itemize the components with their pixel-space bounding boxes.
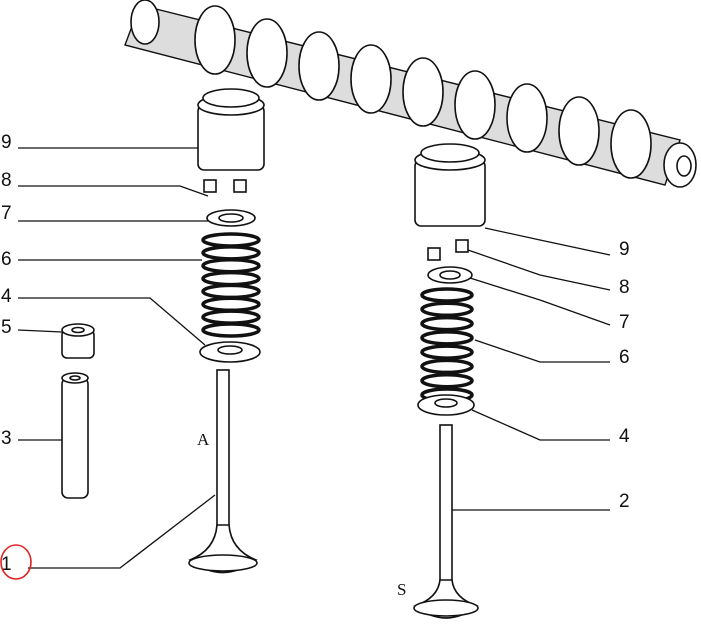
label-left-6: 6: [1, 249, 12, 270]
exhaust-valve-assembly: [413, 143, 486, 619]
cam-lobe: [506, 83, 548, 153]
label-left-3: 3: [1, 428, 12, 449]
label-right-2: 2: [619, 491, 630, 512]
spring-coil: [420, 344, 474, 360]
label-left-5: 5: [1, 317, 12, 338]
spring-coil: [201, 257, 261, 274]
intake-valve-assembly: [188, 88, 265, 574]
cam-lobe: [350, 44, 392, 114]
label-right-8: 8: [619, 277, 630, 298]
cam-lobe: [246, 18, 288, 88]
cam-lobe: [610, 109, 652, 179]
label-left-9: 9: [1, 132, 12, 153]
label-left-4: 4: [1, 286, 12, 307]
cam-lobe: [194, 5, 236, 75]
cam-lobe: [298, 31, 340, 101]
spring-coil: [420, 358, 474, 375]
valve-guide: [61, 372, 89, 499]
spring-coil: [201, 270, 261, 287]
spring-coil: [420, 330, 474, 346]
spring-coil: [201, 283, 261, 300]
spring-coil: [201, 245, 261, 261]
camshaft: [124, 0, 697, 188]
cam-lobe: [558, 96, 600, 166]
label-left-1: 1: [1, 554, 12, 575]
label-right-6: 6: [619, 347, 630, 368]
label-right-9: 9: [619, 239, 630, 260]
leader-lines: [17, 147, 611, 569]
cam-lobe: [402, 57, 444, 127]
label-left-8: 8: [1, 170, 12, 191]
highlight-circle: [0, 544, 32, 580]
letter-intake: A: [197, 430, 210, 449]
spring-coil: [201, 296, 261, 313]
spring-coil: [420, 315, 474, 332]
spring-coil: [201, 322, 261, 338]
spring-coil: [201, 232, 261, 248]
spring-coil: [420, 287, 474, 303]
label-right-7: 7: [619, 312, 630, 333]
label-left-7: 7: [1, 203, 12, 224]
spring-coil: [201, 309, 261, 325]
spring-coil: [420, 372, 474, 389]
cam-lobe: [454, 70, 496, 140]
spring-coil: [420, 301, 474, 318]
label-right-4: 4: [619, 426, 630, 447]
letter-exhaust: S: [397, 580, 406, 599]
valve-stem-seal: [61, 323, 95, 359]
